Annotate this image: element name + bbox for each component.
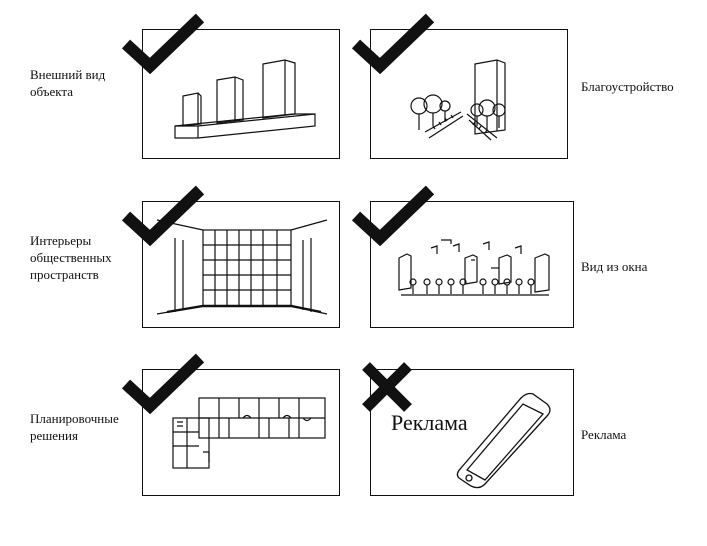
panel-ads: Реклама [370, 369, 574, 496]
ad-banner-text: Реклама [391, 410, 468, 435]
label-window-view: Вид из окна [581, 258, 647, 275]
building-exterior-illustration [174, 59, 316, 139]
check-mark-icon [350, 12, 436, 74]
label-line: Интерьеры [30, 233, 92, 248]
landscaping-illustration [410, 59, 506, 141]
label-line: решения [30, 428, 78, 443]
floor-plan-illustration [172, 397, 326, 469]
check-mark-icon [350, 184, 436, 246]
cross-mark-icon [360, 360, 414, 414]
check-mark-icon [120, 12, 206, 74]
label-planning: Планировочные решения [30, 410, 119, 444]
label-line: Реклама [581, 427, 627, 442]
label-line: Внешний вид [30, 67, 106, 82]
label-line: Вид из окна [581, 259, 648, 274]
smartphone-icon [456, 392, 551, 489]
interior-illustration [156, 219, 328, 315]
check-mark-icon [120, 184, 206, 246]
label-line: объекта [30, 84, 74, 99]
label-ads: Реклама [581, 426, 626, 443]
check-mark-icon [120, 352, 206, 414]
label-exterior: Внешний вид объекта [30, 66, 105, 100]
label-landscaping: Благоустройство [581, 78, 674, 95]
window-view-illustration [398, 239, 550, 296]
label-interiors: Интерьеры общественных пространств [30, 232, 112, 283]
label-line: Благоустройство [581, 79, 674, 94]
label-line: общественных [30, 250, 112, 265]
label-line: пространств [30, 267, 99, 282]
panel-exterior [142, 29, 340, 159]
label-line: Планировочные [30, 411, 119, 426]
